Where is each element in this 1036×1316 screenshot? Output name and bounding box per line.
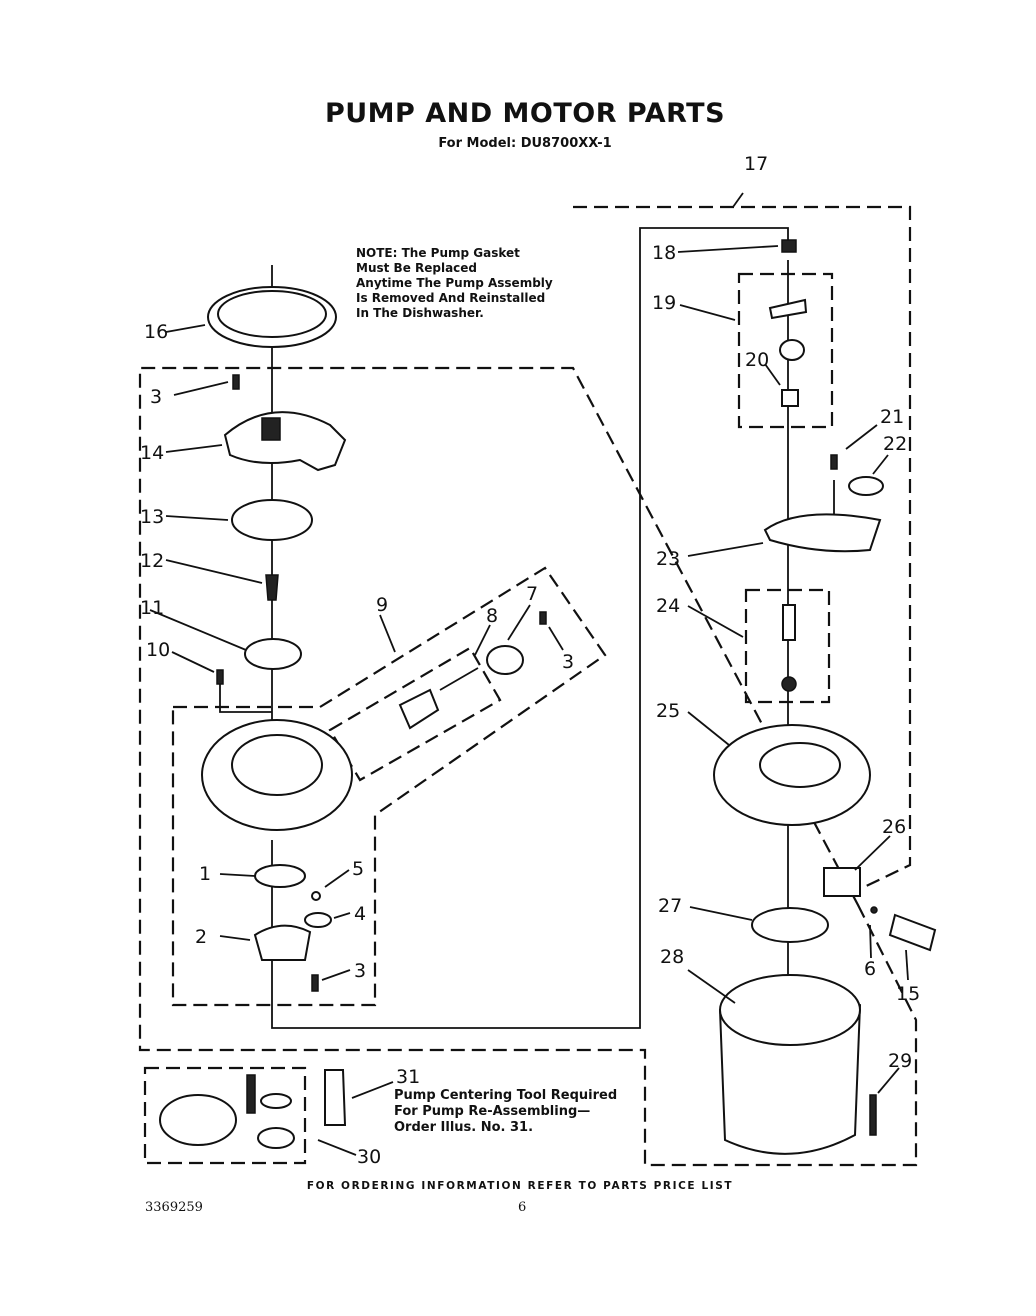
centering-tool-note: Pump Centering Tool Required For Pump Re… [394,1088,634,1136]
callout-28: 28 [660,946,684,968]
ordering-info-footer: FOR ORDERING INFORMATION REFER TO PARTS … [306,1180,734,1192]
callout-18: 18 [652,242,676,264]
bearing-1 [254,864,306,888]
pump-base-2 [253,924,312,961]
connector-26 [823,867,861,897]
callout-30: 30 [357,1146,381,1168]
gasket-27 [751,907,829,943]
callout-13: 13 [140,506,164,528]
callout-6: 6 [864,958,876,980]
tool-note-line: Pump Centering Tool Required [394,1088,618,1103]
bushing-24 [781,676,797,692]
callout-1: 1 [199,863,211,885]
callout-21: 21 [880,406,904,428]
bracket-19 [768,298,808,320]
callout-20: 20 [745,349,769,371]
callout-24: 24 [656,595,680,617]
pump-gasket-note: NOTE: The Pump Gasket Must Be Replaced A… [356,246,576,321]
document-number: 3369259 [145,1200,203,1215]
callout-5: 5 [352,858,364,880]
impeller-11 [244,638,302,670]
spring-8 [439,667,479,691]
screw-10 [216,669,224,685]
callout-19: 19 [652,292,676,314]
kit-30-outline [143,1066,307,1165]
plate-23 [763,513,882,553]
centering-tool-31 [324,1069,347,1126]
o-ring-13 [231,499,313,541]
callout-9: 9 [376,594,388,616]
sensor-15 [888,913,937,952]
callout-16: 16 [144,321,168,343]
callout-22: 22 [883,433,907,455]
ball-5 [311,891,321,901]
part-6 [870,906,878,914]
note-line: Anytime The Pump Assembly [356,276,553,290]
callout-3: 3 [150,386,162,408]
page-title: PUMP AND MOTOR PARTS [324,98,726,129]
callout-26: 26 [882,816,906,838]
kit-gasket-30 [159,1094,237,1146]
callout-29: 29 [888,1050,912,1072]
callout-10: 10 [146,639,170,661]
part-18 [781,239,797,253]
leader-lines [149,192,909,1156]
screw-axis [219,680,272,713]
callout-3-right: 3 [562,651,574,673]
cover-hub [261,417,281,441]
callout-4: 4 [354,903,366,925]
tool-note-line: Order Illus. No. 31. [394,1120,534,1135]
callout-27: 27 [658,895,682,917]
part-19-outline [737,272,834,429]
shaft-24 [782,604,796,641]
motor-mount-25-inner [759,742,841,788]
callout-12: 12 [140,550,164,572]
motor-connection-line [271,227,789,1029]
grommet-22 [848,476,884,496]
callout-8: 8 [486,605,498,627]
pump-cover-14 [223,411,347,472]
callout-25: 25 [656,700,680,722]
screw-3-lower [311,974,319,992]
kit-seal-30 [257,1127,295,1149]
kit-ring-30 [260,1093,292,1109]
screw-3-upper [232,374,240,390]
pump-housing-inner [231,734,323,796]
valve-body-8 [398,688,440,730]
kit-screw-30 [246,1074,256,1114]
screw-29 [869,1094,877,1136]
tool-note-line: For Pump Re-Assembling— [394,1104,591,1119]
callout-23: 23 [656,548,680,570]
callout-11: 11 [140,597,164,619]
callout-17: 17 [744,153,768,175]
callout-14: 14 [140,442,164,464]
screw-3-right [539,611,547,625]
callout-31: 31 [396,1066,420,1088]
spring-19 [779,339,805,361]
pump-gasket-16-inner [217,290,327,338]
sleeve-20 [781,389,799,407]
callout-7: 7 [526,583,538,605]
part-12-stud [265,574,279,601]
motor-28-top [719,974,861,1046]
note-line: Is Removed And Reinstalled [356,291,546,305]
page-number: 6 [518,1200,527,1215]
screw-21 [830,454,838,470]
callout-15: 15 [896,983,920,1005]
note-line: In The Dishwasher. [356,306,484,320]
note-line: Must Be Replaced [356,261,478,275]
valve-cap-7 [486,645,524,675]
callout-3-lower: 3 [354,960,366,982]
pump-assembly-outline [138,205,918,1167]
seal-4 [304,912,332,928]
note-line: NOTE: The Pump Gasket [356,246,520,260]
model-subtitle: For Model: DU8700XX-1 [438,136,612,151]
lower-pump-outline [171,566,607,1007]
callout-2: 2 [195,926,207,948]
